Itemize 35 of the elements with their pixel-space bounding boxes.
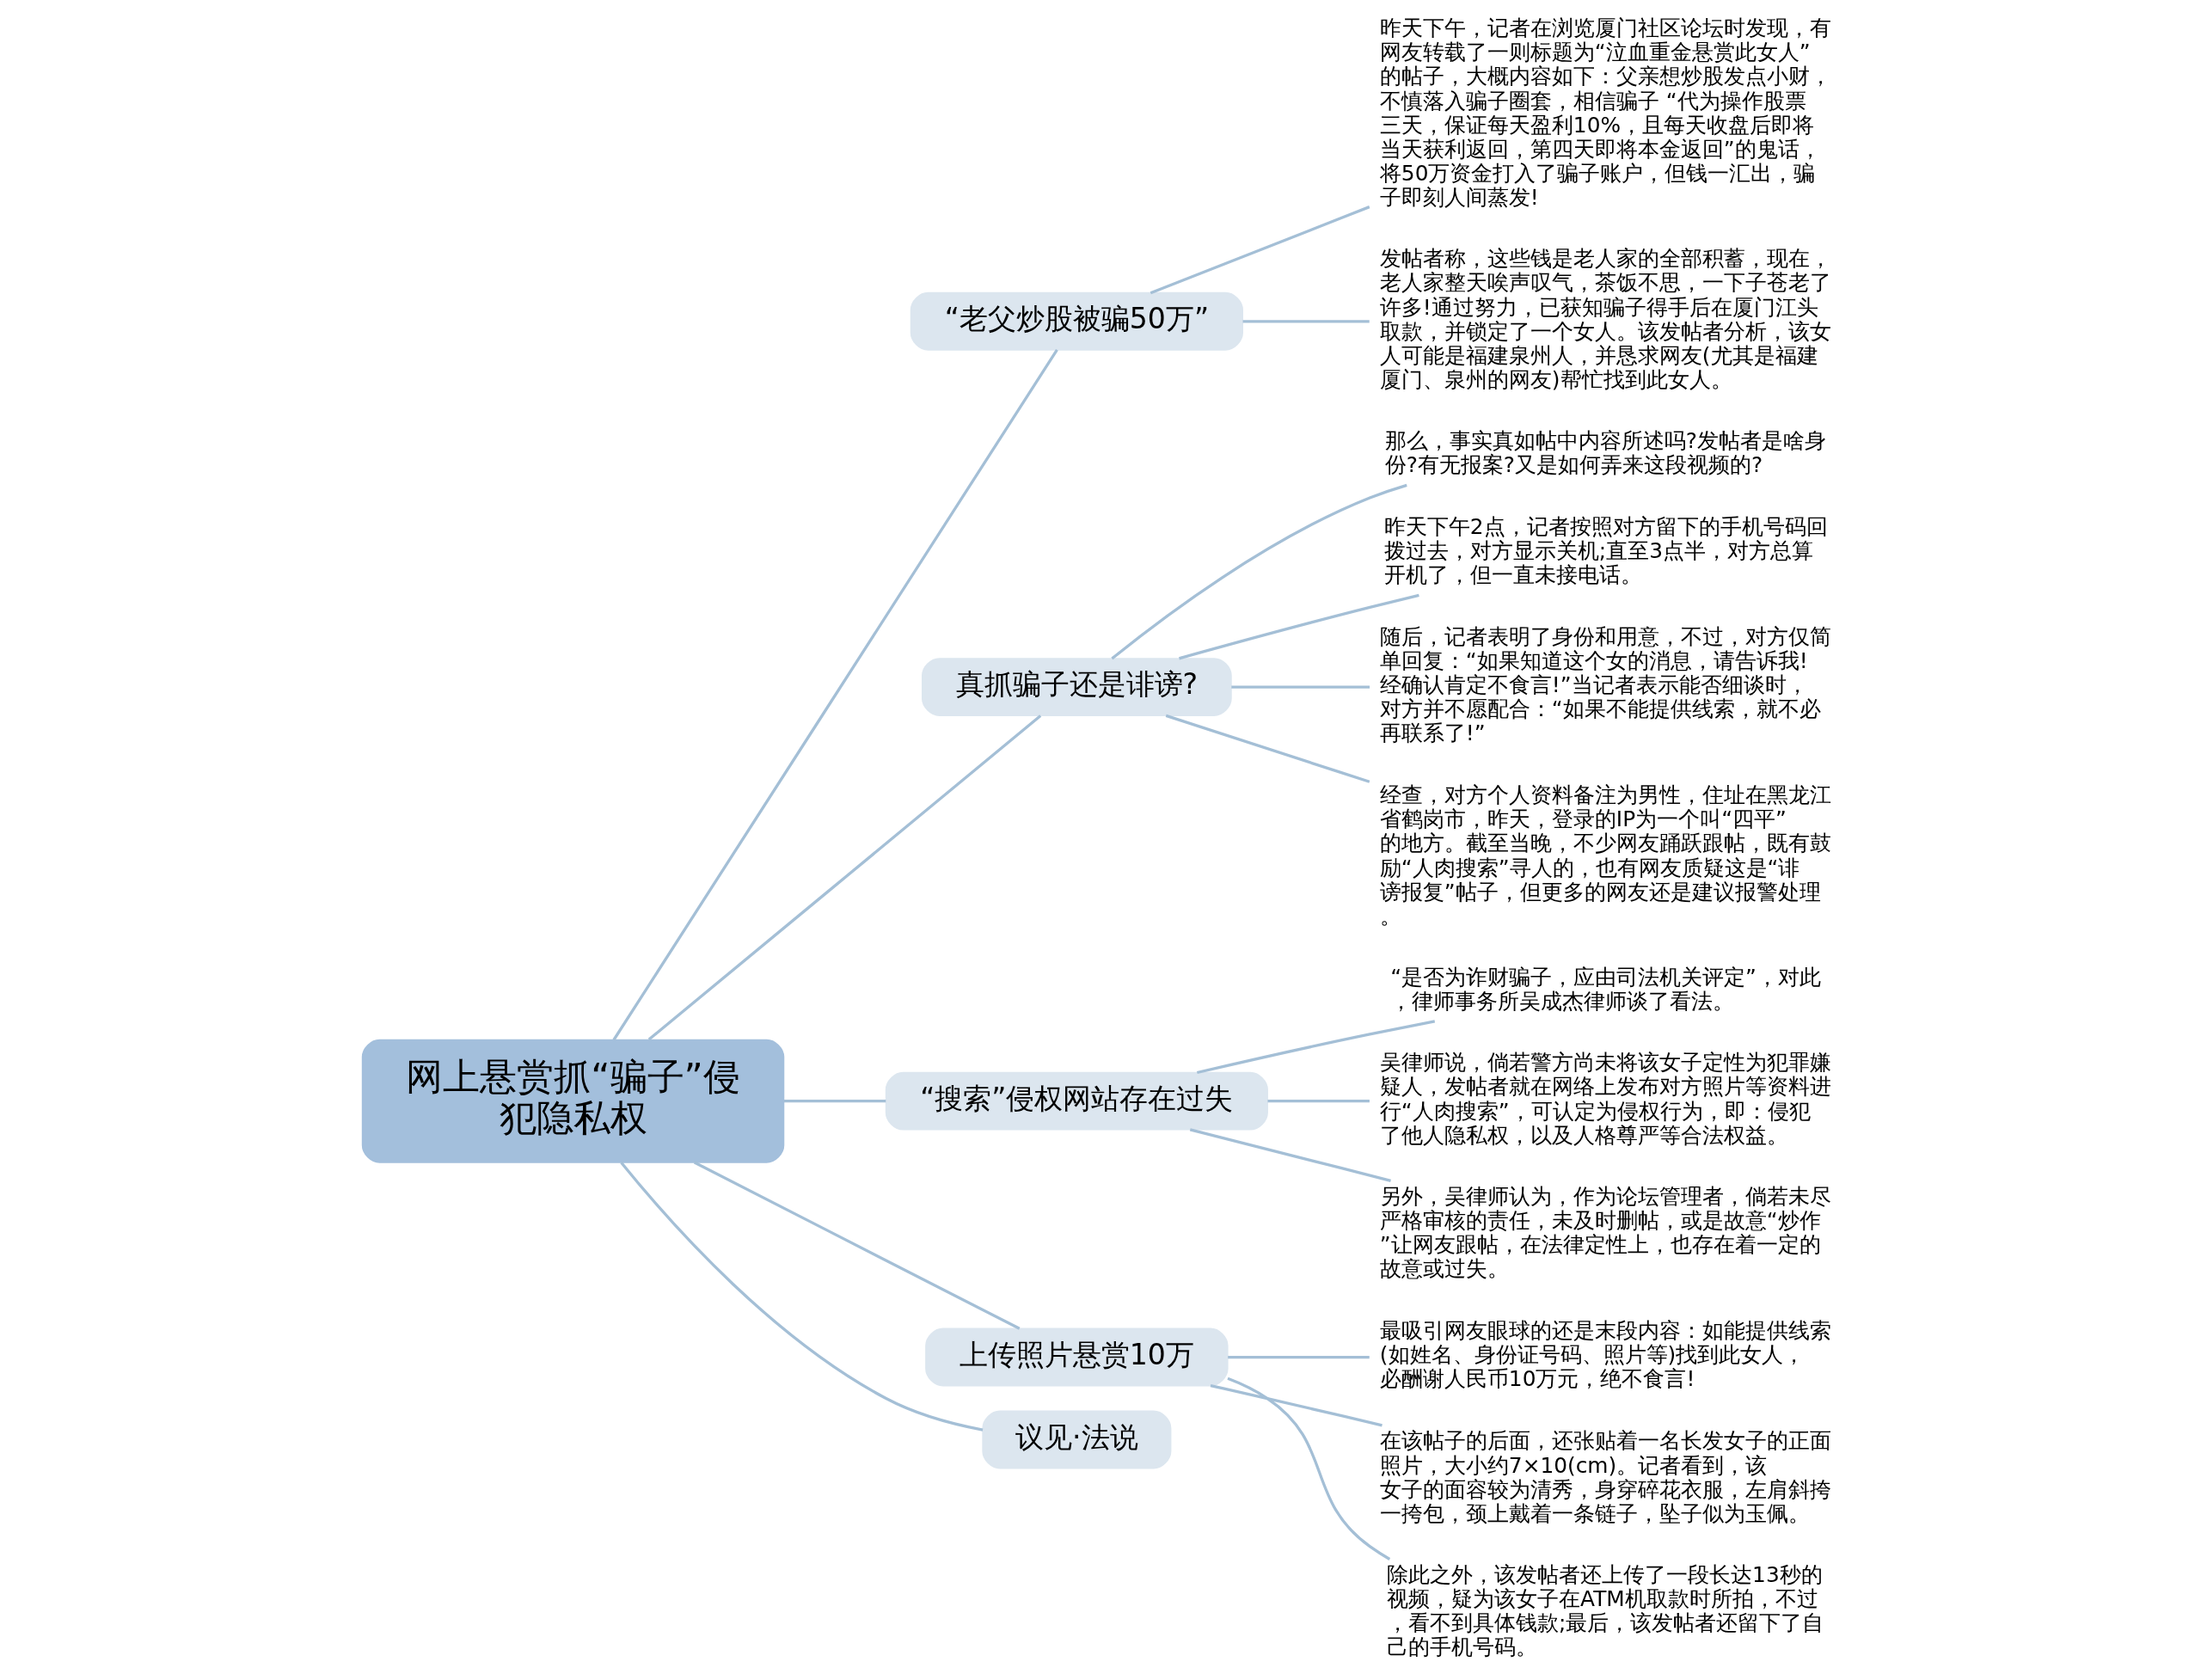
node-text: 昨天下午，记者在浏览厦门社区论坛时发现，有网友转载了一则标题为“泣血重金悬赏此女人”的帖子，大概内容如下：父亲想炒股发点小财，不慎落入骗子圈套，相信骗子 “代为操作股票三天，保证每天盈利10%，且每天收盘后即将当天获利返回，第四天即将本金返回”的鬼话，将50万资金打入了骗子账户，但钱一汇出，骗子即刻人间蒸发! xyxy=(1379,15,1831,211)
node-box: 上传照片悬赏10万 xyxy=(924,1327,1229,1387)
connector xyxy=(1178,593,1419,660)
connector xyxy=(1210,1384,1383,1427)
node-box: 议见·法说 xyxy=(981,1410,1171,1469)
node-text: 随后，记者表明了身份和用意，不过，对方仅简单回复：“如果知道这个女的消息，请告诉我!经确认肯定不食言!”当记者表示能否细谈时，对方并不愿配合：“如果不能提供线索，就不必再联系了!” xyxy=(1379,623,1831,746)
node-text: “是否为诈财骗子，应由司法机关评定”，对此，律师事务所吴成杰律师谈了看法。 xyxy=(1389,964,1821,1015)
connector xyxy=(1267,1100,1370,1103)
connector xyxy=(693,1161,1021,1330)
node-text: 在该帖子的后面，还张贴着一名长发女子的正面照片，大小约7×10(cm)。记者看到，该女子的面容较为清秀，身穿碎花衣服，左肩斜挎一挎包，颈上戴着一条链子，坠子似为玉佩。 xyxy=(1379,1428,1831,1526)
connector xyxy=(1165,714,1370,783)
node-text: 昨天下午2点，记者按照对方留下的手机号码回拨过去，对方显示关机;直至3点半，对方总算开机了，但一直未接电话。 xyxy=(1383,514,1828,588)
node-text: 发帖者称，这些钱是老人家的全部积蓄，现在，老人家整天唉声叹气，茶饭不思，一下子苍老了许多!通过努力，已获知骗子得手后在厦门江头取款，并锁定了一个女人。该发帖者分析，该女人可能是福建泉州人，并恳求网友(尤其是福建厦门、泉州的网友)帮忙找到此女人。 xyxy=(1379,246,1831,392)
connector xyxy=(619,1162,983,1432)
connector xyxy=(1150,205,1370,295)
connector xyxy=(1227,1355,1370,1359)
connector xyxy=(1189,1128,1391,1182)
node-box: 网上悬赏抓“骗子”侵犯隐私权 xyxy=(361,1039,784,1163)
node-text: 经查，对方个人资料备注为男性，住址在黑龙江省鹤岗市，昨天，登录的IP为一个叫“四平”的地方。截至当晚，不少网友踊跃跟帖，既有鼓励“人肉搜索”寻人的，也有网友质疑这是“诽谤报复”帖子，但更多的网友还是建议报警处理。 xyxy=(1379,782,1831,929)
connector xyxy=(1226,1376,1390,1560)
node-box: “老父炒股被骗50万” xyxy=(910,291,1243,351)
node-text: 除此之外，该发帖者还上传了一段长达13秒的视频，疑为该女子在ATM机取款时所拍，不过，看不到具体钱款;最后，该发帖者还留下了自己的手机号码。 xyxy=(1386,1562,1824,1660)
connector xyxy=(647,714,1041,1041)
connector xyxy=(1242,320,1370,323)
node-text: 那么，事实真如帖中内容所述吗?发帖者是啥身份?有无报案?又是如何弄来这段视频的? xyxy=(1384,428,1826,478)
node-text: 吴律师说，倘若警方尚未将该女子定性为犯罪嫌疑人，发帖者就在网络上发布对方照片等资料进行“人肉搜索”，可认定为侵权行为，即：侵犯了他人隐私权，以及人格尊严等合法权益。 xyxy=(1379,1050,1831,1148)
connector xyxy=(783,1100,886,1103)
node-text: 另外，吴律师认为，作为论坛管理者，倘若未尽严格审核的责任，未及时删帖，或是故意“炒作”让网友跟帖，在法律定性上，也存在着一定的故意或过失。 xyxy=(1379,1183,1831,1282)
connector xyxy=(612,349,1058,1041)
connector xyxy=(1230,685,1370,689)
node-box: 真抓骗子还是诽谤? xyxy=(921,658,1232,717)
connector xyxy=(1110,483,1407,660)
node-text: 最吸引网友眼球的还是末段内容：如能提供线索(如姓名、身份证号码、照片等)找到此女人，必酬谢人民币10万元，绝不食言! xyxy=(1379,1318,1831,1392)
node-box: “搜索”侵权网站存在过失 xyxy=(885,1071,1268,1131)
connector xyxy=(1196,1020,1435,1075)
